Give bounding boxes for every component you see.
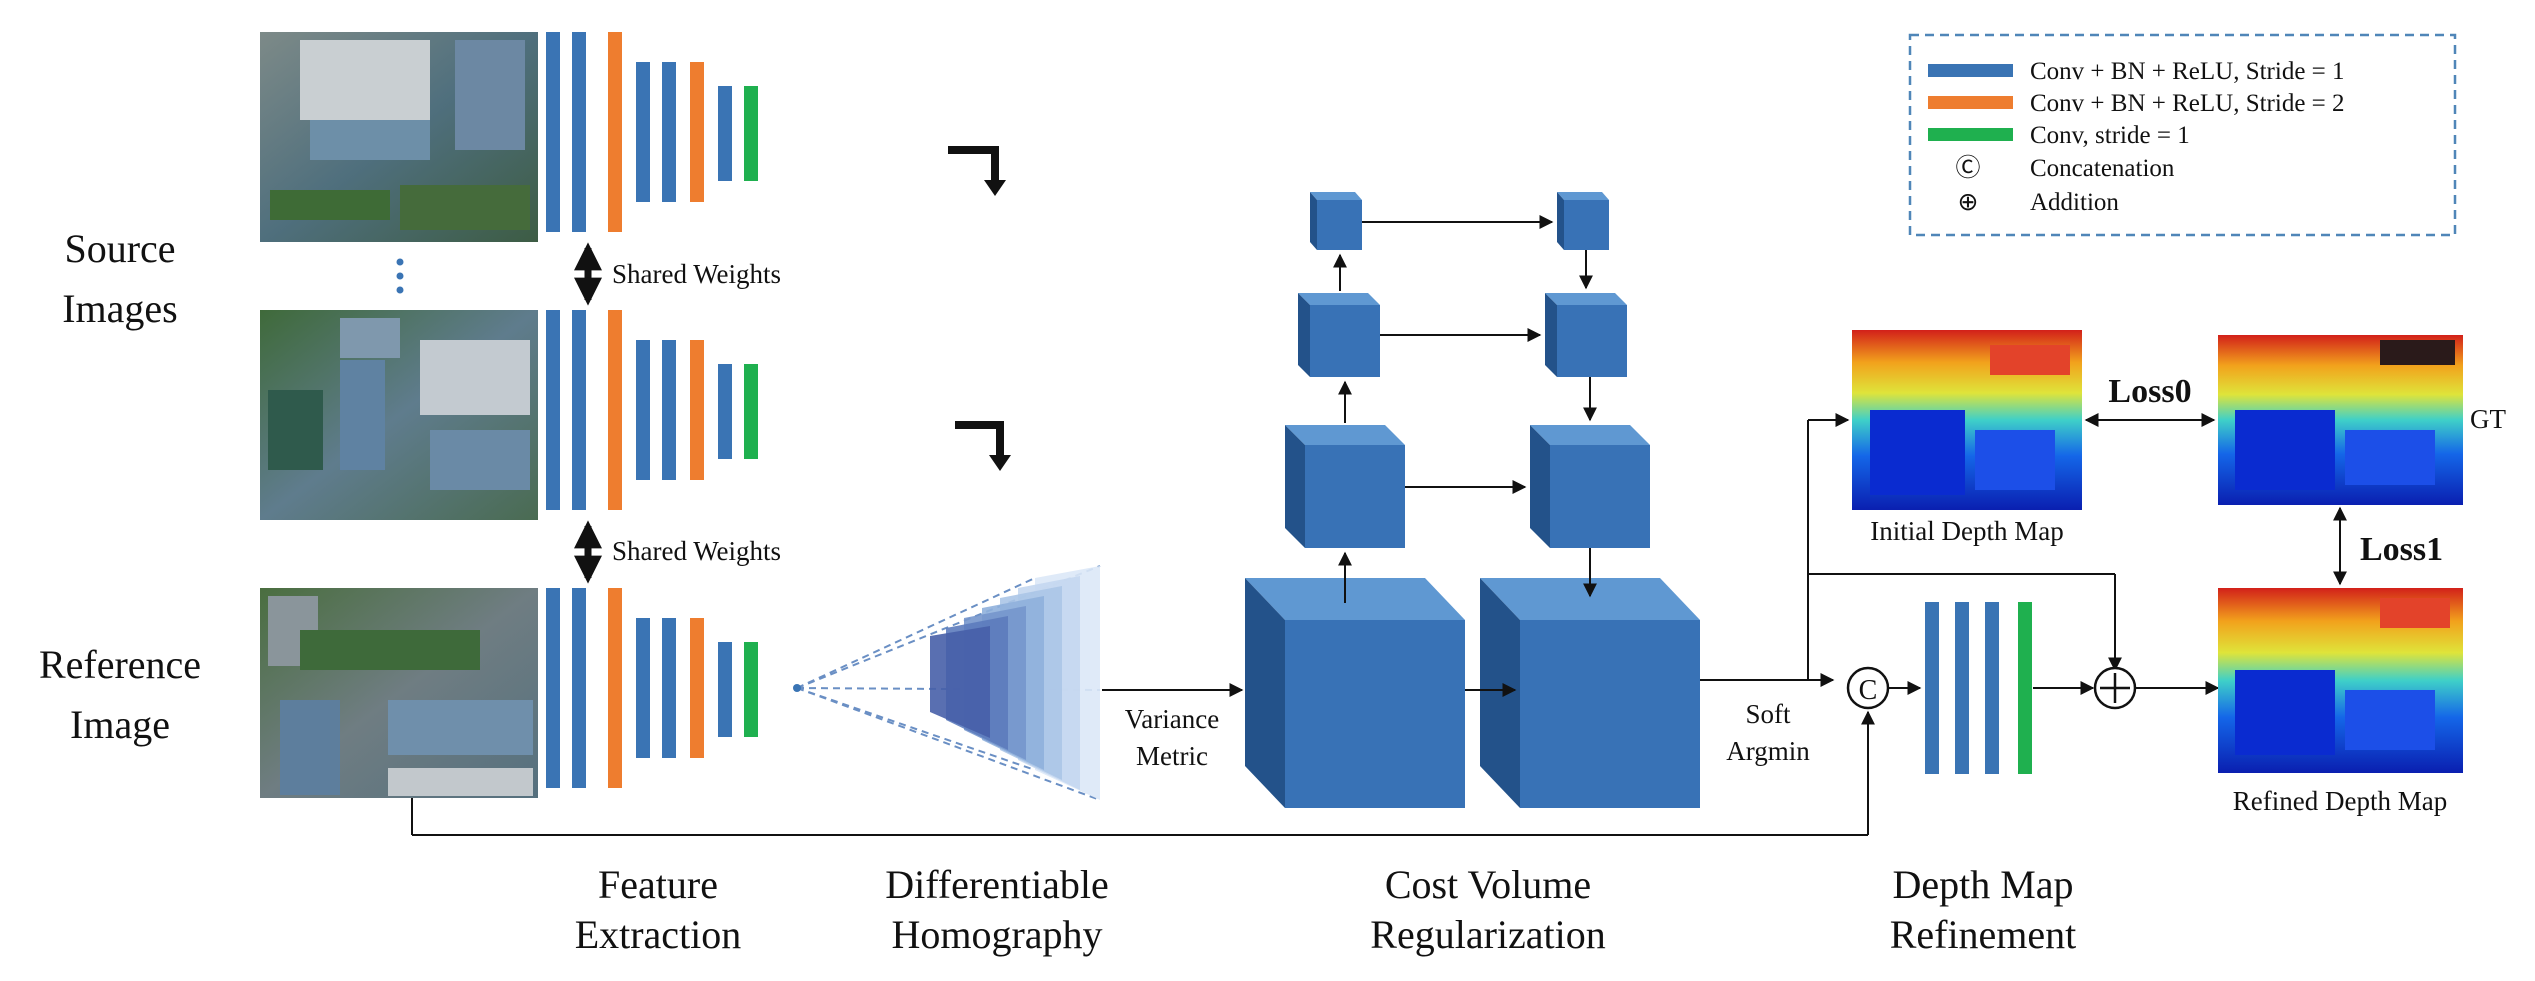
reference-label-line2: Image: [70, 702, 170, 747]
stage-differentiable-homography: Differentiable Homography: [885, 862, 1109, 957]
soft-argmin: Soft Argmin: [1700, 673, 1835, 766]
homography-frustum: [793, 565, 1101, 801]
shared-weights-label-2: Shared Weights: [612, 536, 781, 566]
loss1: Loss1: [2333, 506, 2443, 586]
conv-stack-reference: [546, 588, 758, 788]
stage-cost-volume-regularization: Cost Volume Regularization: [1370, 862, 1605, 957]
legend-swatch-green: [1928, 128, 2013, 141]
cost-volume-cube-tiny-left: [1310, 192, 1362, 250]
loss0: Loss0: [2084, 373, 2216, 427]
source-image-2: [260, 310, 538, 520]
gt-label: GT: [2470, 404, 2506, 434]
variance-label-line2: Metric: [1136, 741, 1208, 771]
reference-label-line1: Reference: [39, 642, 201, 687]
homography-hook-arrow-1: [948, 146, 1006, 196]
reference-image: [260, 588, 538, 798]
soft-argmin-line2: Argmin: [1726, 736, 1810, 766]
cost-volume-cube-mid-left: [1285, 425, 1405, 548]
cost-volume-cube-mid-right: [1530, 425, 1650, 548]
addition-node: [2093, 666, 2137, 710]
stage-label-homography-2: Homography: [891, 912, 1102, 957]
legend-swatch-blue: [1928, 64, 2013, 77]
stage-label-cost-1: Cost Volume: [1385, 862, 1591, 907]
stage-label-homography-1: Differentiable: [885, 862, 1109, 907]
shared-weights-label-1: Shared Weights: [612, 259, 781, 289]
legend-label-1: Conv + BN + ReLU, Stride = 1: [2030, 58, 2345, 85]
soft-argmin-line1: Soft: [1745, 699, 1791, 729]
shared-weights-2: Shared Weights: [574, 520, 781, 584]
legend-swatch-orange: [1928, 96, 2013, 109]
refined-depth-map-label: Refined Depth Map: [2233, 786, 2447, 816]
reference-skip-line: [411, 710, 1875, 836]
source-label-line1: Source: [64, 226, 175, 271]
refinement-conv-stack: [1925, 602, 2032, 774]
concat-symbol: C: [1859, 675, 1878, 706]
cost-volume-cube-small-right: [1545, 293, 1627, 377]
gt-depth-map: GT: [2218, 335, 2506, 505]
legend-label-5: Addition: [2030, 189, 2119, 216]
unet-arrows: [1333, 215, 1597, 697]
concatenation-node: C: [1846, 666, 1890, 710]
refined-depth-map: Refined Depth Map: [2218, 588, 2463, 816]
initial-depth-map-label: Initial Depth Map: [1870, 516, 2063, 546]
reference-image-label: Reference Image: [39, 642, 201, 747]
stage-label-cost-2: Regularization: [1370, 912, 1605, 957]
stage-feature-extraction: Feature Extraction: [575, 862, 742, 957]
stage-label-feature-2: Extraction: [575, 912, 742, 957]
conv-stack-source-1: [546, 32, 758, 232]
initial-depth-map: Initial Depth Map: [1852, 330, 2082, 546]
shared-weights-1: Shared Weights: [574, 242, 781, 306]
loss1-label: Loss1: [2360, 531, 2443, 568]
loss0-label: Loss0: [2108, 373, 2191, 410]
cost-volume-cube-large-right: [1480, 578, 1700, 808]
legend-label-2: Conv + BN + ReLU, Stride = 2: [2030, 90, 2345, 117]
variance-label-line1: Variance: [1125, 704, 1219, 734]
stage-label-feature-1: Feature: [598, 862, 718, 907]
cost-volume-cube-small-left: [1298, 293, 1380, 377]
stage-label-refine-2: Refinement: [1890, 912, 2077, 957]
cost-volume-cube-tiny-right: [1557, 192, 1609, 250]
cost-volume-cube-large-left: [1245, 578, 1465, 808]
stage-label-refine-1: Depth Map: [1892, 862, 2073, 907]
legend-add-icon: ⊕: [1958, 189, 1979, 216]
source-image-1: [260, 32, 538, 242]
legend-label-4: Concatenation: [2030, 155, 2175, 182]
legend-concat-icon: Ⓒ: [1955, 154, 1980, 182]
source-images-label: Source Images: [62, 226, 178, 331]
stage-depth-map-refinement: Depth Map Refinement: [1890, 862, 2077, 957]
legend: Ⓒ ⊕ Conv + BN + ReLU, Stride = 1 Conv + …: [1908, 33, 2457, 237]
variance-metric: Variance Metric: [1102, 683, 1244, 771]
conv-stack-source-2: [546, 310, 758, 510]
source-ellipsis-dots: [396, 258, 404, 294]
source-label-line2: Images: [62, 286, 178, 331]
homography-hook-arrow-2: [955, 421, 1011, 471]
depth-branch-lines: [1807, 413, 2122, 680]
legend-label-3: Conv, stride = 1: [2030, 122, 2190, 149]
